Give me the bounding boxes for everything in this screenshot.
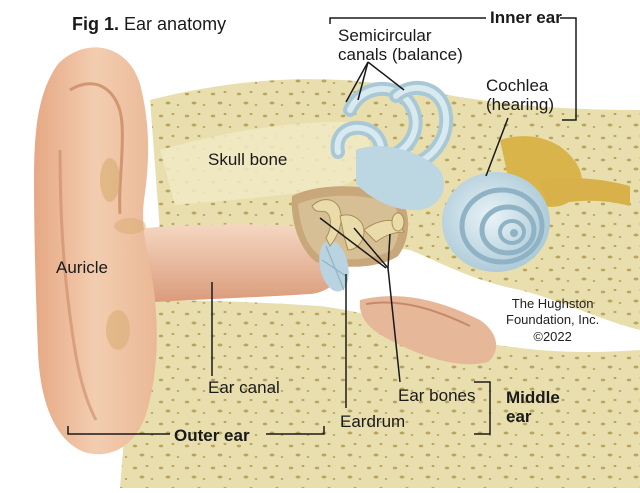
- label-semicircular-line1: Semicircular: [338, 26, 432, 45]
- label-eardrum: Eardrum: [340, 412, 406, 431]
- auditory-nerve-shape: [540, 178, 630, 206]
- eardrum-shape: [319, 240, 349, 292]
- semicircular-canals-shape: [330, 80, 454, 211]
- label-cochlea: Cochlea (hearing): [486, 76, 554, 114]
- ossicles-shape: [311, 199, 405, 251]
- credit-line3: ©2022: [533, 328, 572, 344]
- bracket-inner-ear: [329, 17, 577, 121]
- credit-line2: Foundation, Inc.: [506, 312, 600, 328]
- figure-number: Fig 1.: [72, 14, 120, 34]
- pointer-semicircular-2: [357, 61, 369, 101]
- label-inner-ear: Inner ear: [490, 8, 562, 27]
- label-auricle: Auricle: [56, 258, 108, 277]
- pointer-ear-bones-3: [387, 233, 391, 269]
- label-cochlea-line2: (hearing): [486, 95, 555, 115]
- label-middle-ear-line2: ear: [506, 407, 532, 427]
- credit-line1: The Hughston: [511, 296, 594, 311]
- label-middle-ear-line1: Middle: [506, 388, 560, 407]
- label-semicircular-line2: canals (balance): [338, 45, 463, 65]
- pointer-ear-bones-1: [319, 217, 387, 269]
- label-semicircular-canals: Semicircular canals (balance): [338, 26, 463, 64]
- label-outer-ear: Outer ear: [174, 426, 250, 445]
- bracket-outer-ear: [67, 426, 325, 435]
- figure-title: Fig 1. Ear anatomy: [72, 14, 226, 34]
- auricle-shape: [34, 47, 157, 455]
- bracket-middle-ear: [474, 381, 491, 435]
- figure-title-text: Ear anatomy: [124, 14, 227, 34]
- label-ear-canal: Ear canal: [208, 378, 280, 397]
- label-skull-bone: Skull bone: [208, 150, 288, 169]
- eustachian-region: [359, 296, 497, 365]
- credit-text: The Hughston Foundation, Inc. ©2022: [506, 296, 599, 345]
- label-ear-bones: Ear bones: [398, 386, 476, 405]
- ear-canal-shape: [95, 224, 341, 306]
- pointer-ear-bones-4: [387, 267, 401, 383]
- pointer-ear-bones-2: [353, 227, 389, 269]
- pointer-semicircular-3: [367, 61, 405, 91]
- pointer-cochlea: [485, 117, 509, 177]
- pointer-lines: [67, 17, 577, 435]
- label-middle-ear: Middle ear: [506, 388, 560, 426]
- label-cochlea-line1: Cochlea: [486, 76, 549, 95]
- pointer-semicircular-1: [345, 61, 369, 103]
